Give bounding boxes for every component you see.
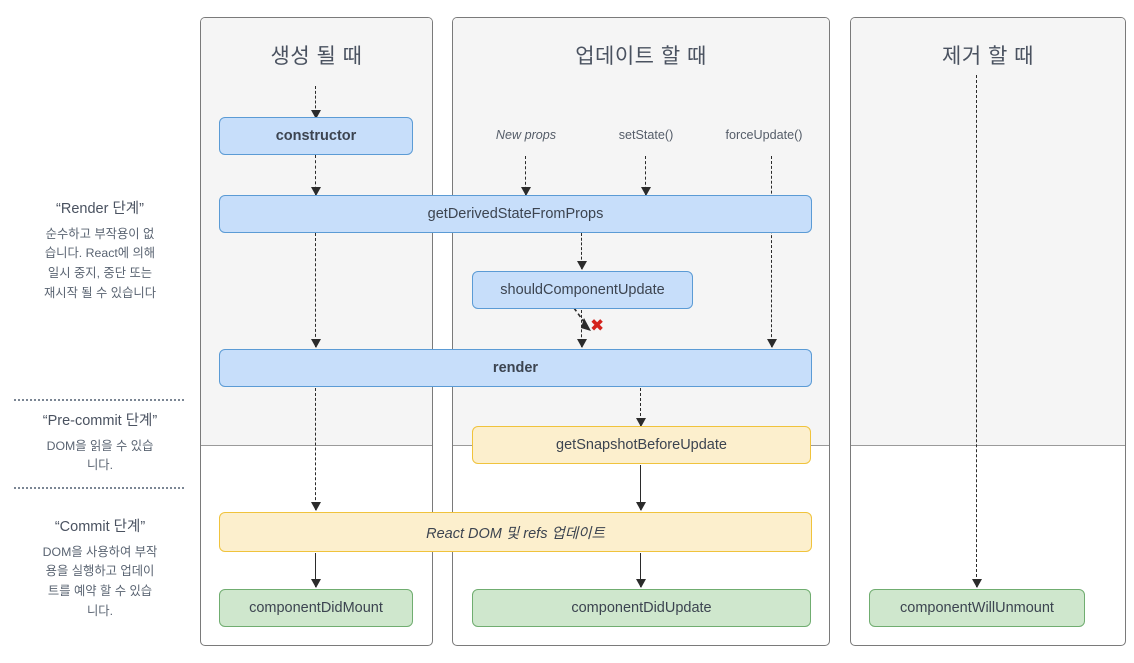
skip-render-x-icon: ✖ <box>590 316 605 336</box>
box-get-snapshot-before-update[interactable]: getSnapshotBeforeUpdate <box>472 426 811 464</box>
panel-updating-title: 업데이트 할 때 <box>575 45 707 68</box>
legend-precommit-phase: “Pre-commit 단계” DOM을 읽을 수 있습 니다. <box>8 412 192 476</box>
panel-unmounting-separator <box>851 445 1125 446</box>
box-constructor[interactable]: constructor <box>219 117 413 155</box>
trigger-set-state: setState() <box>618 128 674 142</box>
box-component-did-mount[interactable]: componentDidMount <box>219 589 413 627</box>
trigger-force-update: forceUpdate() <box>725 128 803 142</box>
legend-render-phase: “Render 단계” 순수하고 부작용이 없 습니다. React에 의해 일… <box>8 200 192 304</box>
panel-unmounting-title: 제거 할 때 <box>942 45 1034 68</box>
box-render[interactable]: render <box>219 349 812 387</box>
box-react-dom-and-refs[interactable]: React DOM 및 refs 업데이트 <box>219 512 812 552</box>
box-component-will-unmount[interactable]: componentWillUnmount <box>869 589 1085 627</box>
box-get-derived-state-from-props[interactable]: getDerivedStateFromProps <box>219 195 812 233</box>
arrow-scu-skip-branch <box>573 307 591 331</box>
panel-mounting-title: 생성 될 때 <box>270 45 363 68</box>
legend-divider-top <box>14 399 184 401</box>
trigger-new-props: New props <box>495 128 557 142</box>
legend-commit-phase: “Commit 단계” DOM을 사용하여 부작 용을 실행하고 업데이 트를 … <box>8 518 192 622</box>
box-component-did-update[interactable]: componentDidUpdate <box>472 589 811 627</box>
legend-precommit-body: DOM을 읽을 수 있습 니다. <box>46 438 154 473</box>
legend-render-body: 순수하고 부작용이 없 습니다. React에 의해 일시 중지, 중단 또는 … <box>43 226 157 301</box>
panel-unmounting-shade <box>851 18 1125 445</box>
panel-unmounting: 제거 할 때 <box>850 17 1126 646</box>
legend-divider-bottom <box>14 487 184 489</box>
legend-render-title: “Render 단계” <box>56 201 144 217</box>
legend-precommit-title: “Pre-commit 단계” <box>42 413 158 429</box>
legend-commit-title: “Commit 단계” <box>54 519 146 535</box>
legend-commit-body: DOM을 사용하여 부작 용을 실행하고 업데이 트를 예약 할 수 있습 니다… <box>42 544 158 619</box>
panel-mounting-separator <box>201 445 432 446</box>
box-should-component-update[interactable]: shouldComponentUpdate <box>472 271 693 309</box>
